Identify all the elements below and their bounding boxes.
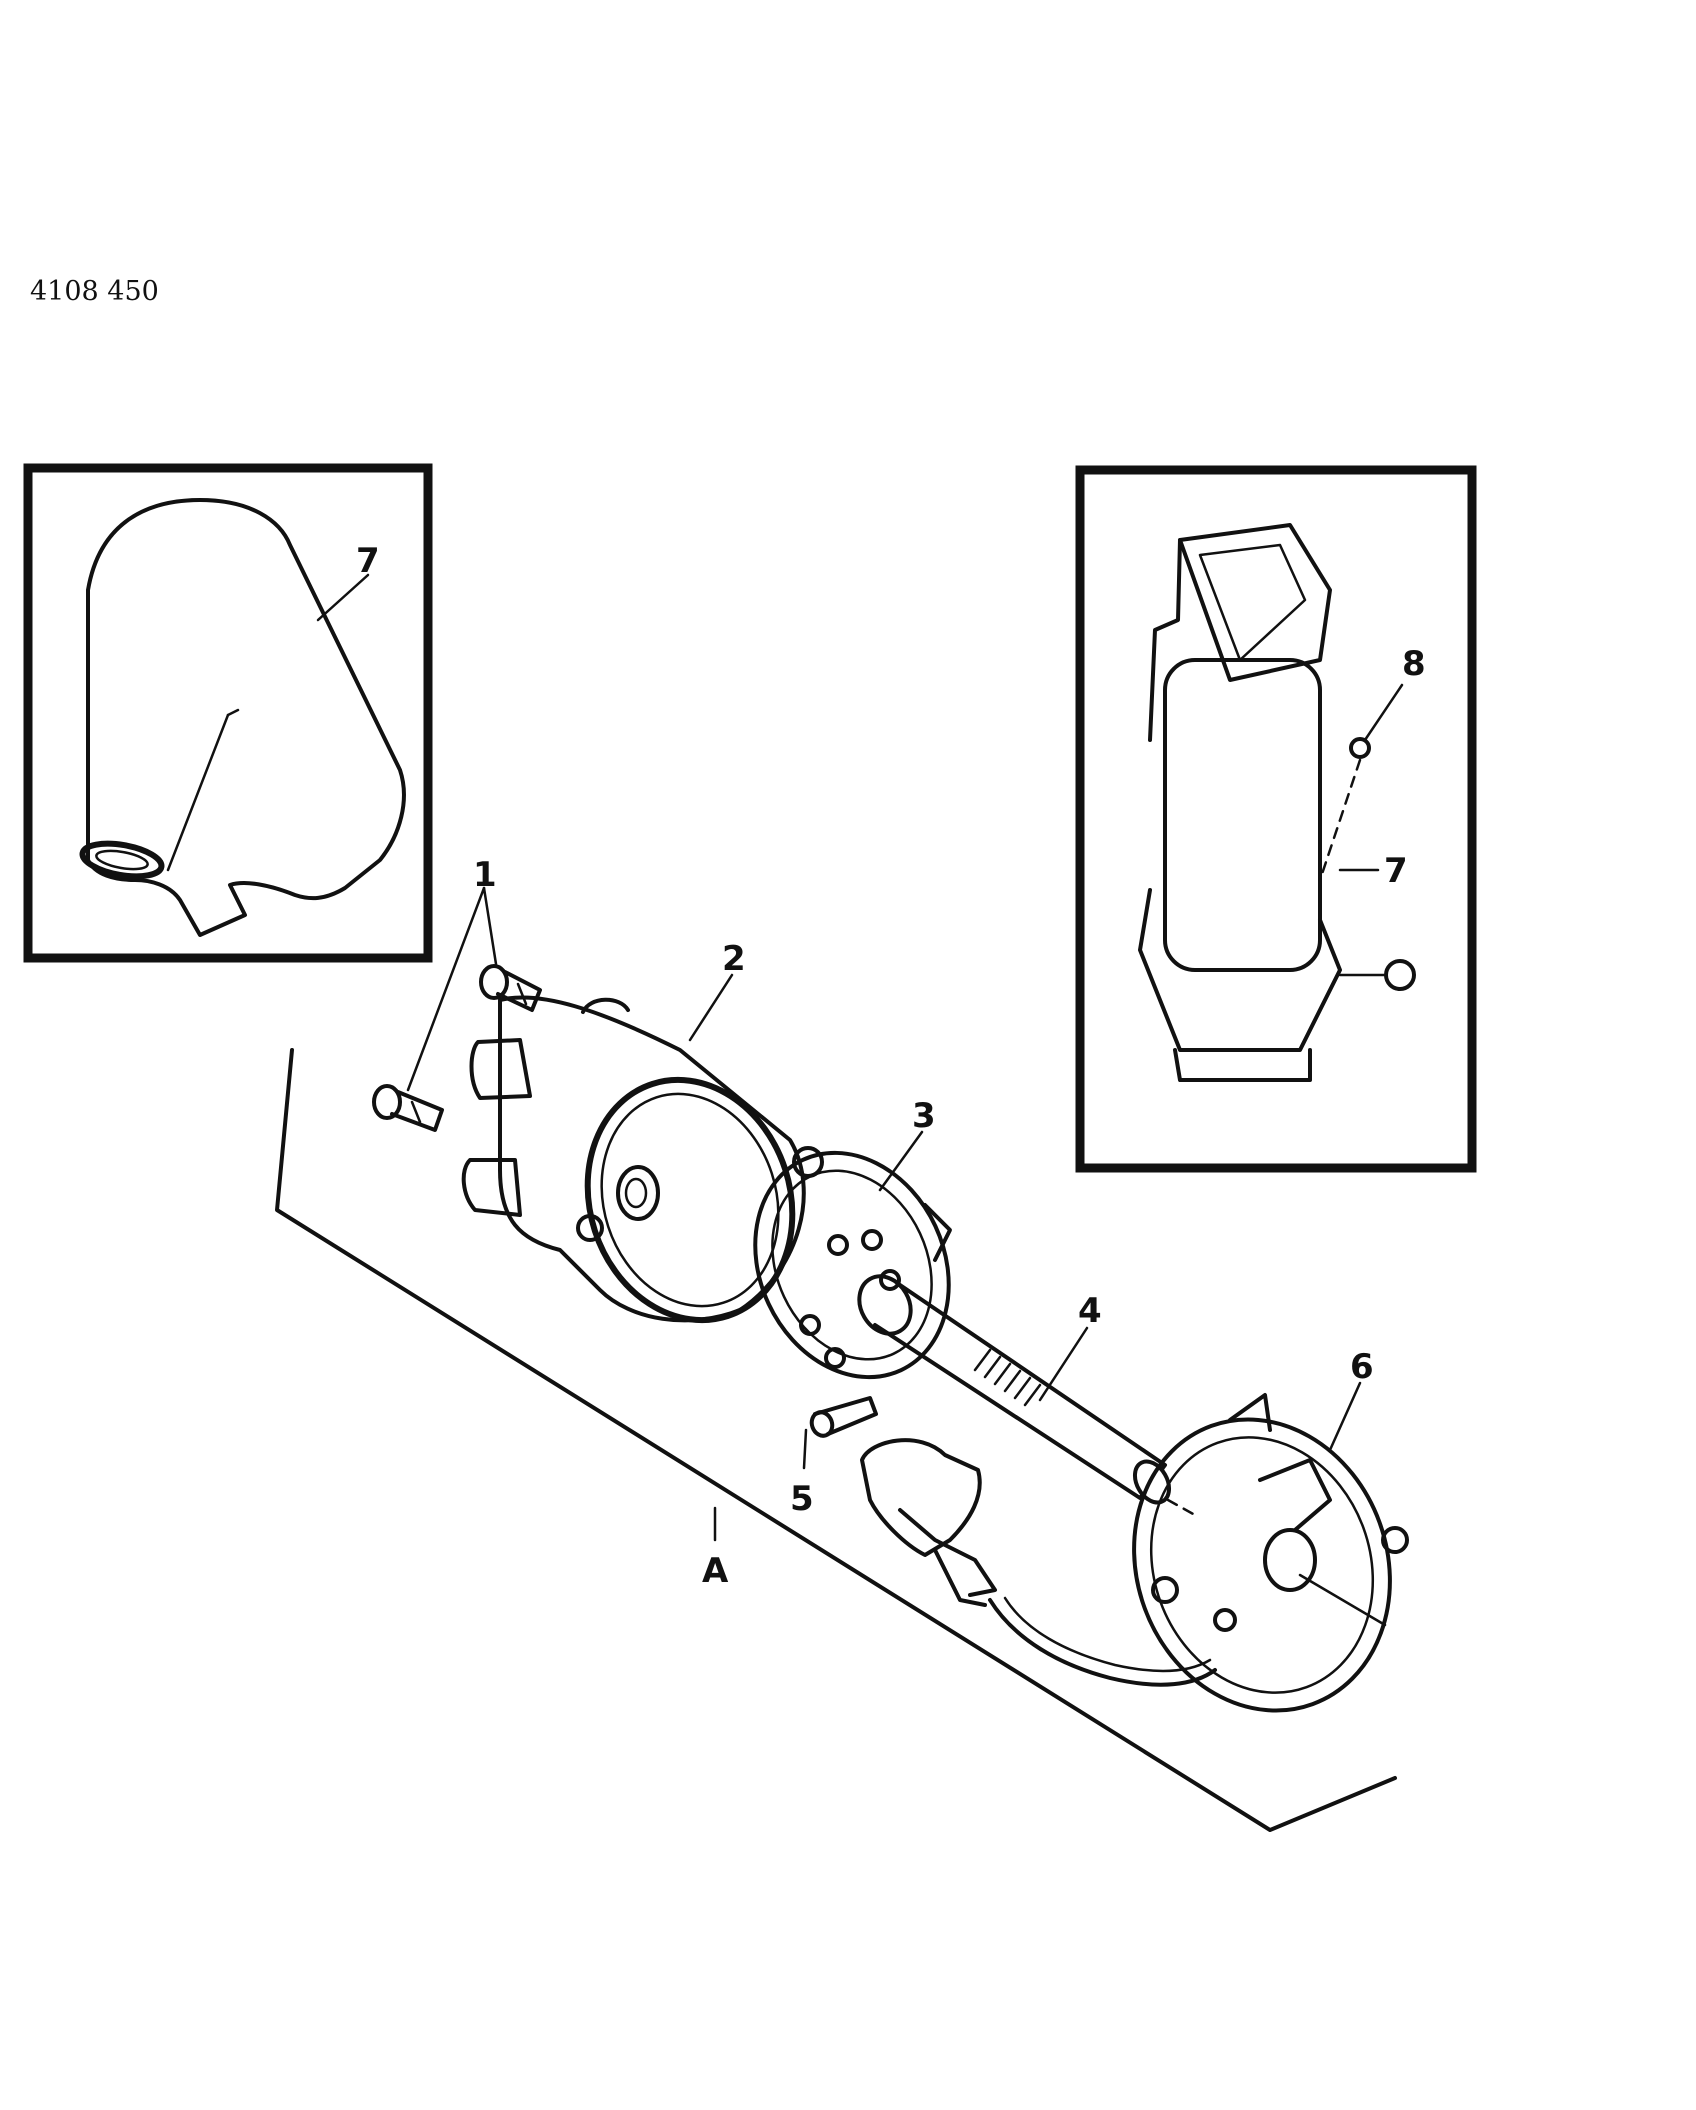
callout-8: 8	[1402, 644, 1426, 684]
callout-3-leader	[878, 1130, 924, 1192]
callout-1-leader-upper	[482, 886, 498, 966]
callout-8-leader	[1363, 683, 1404, 742]
callout-1: 1	[473, 855, 497, 895]
callout-5: 5	[790, 1479, 814, 1519]
assembly-bracket-a	[275, 1048, 1397, 1832]
callout-2: 2	[722, 939, 746, 979]
callout-3: 3	[912, 1096, 936, 1136]
installed-shield-illustration	[1138, 523, 1416, 1082]
shaft	[857, 1274, 1197, 1517]
callout-4-leader	[1038, 1326, 1089, 1402]
left-inset-frame	[23, 463, 433, 963]
callout-4: 4	[1078, 1291, 1102, 1331]
callout-5-leader	[802, 1428, 808, 1470]
dust-shield-illustration	[79, 498, 406, 937]
reference-code: 4108 450	[30, 276, 159, 307]
callout-1-leader-lower	[406, 886, 486, 1092]
callout-a: A	[702, 1551, 729, 1591]
callout-7-left-leader	[316, 573, 370, 622]
main-exploded-view: A 1 2	[275, 855, 1409, 1832]
callout-2-leader	[688, 973, 734, 1042]
pin	[809, 1396, 878, 1438]
callout-7-left: 7	[356, 541, 380, 581]
callout-7-right: 7	[1384, 851, 1408, 891]
screws	[372, 964, 542, 1132]
right-inset: 7 8	[1075, 465, 1477, 1173]
rotor-plate	[753, 1150, 952, 1380]
right-inset-frame	[1075, 465, 1477, 1173]
pickup-sensor	[860, 1438, 1217, 1687]
pickup-plate	[1132, 1393, 1409, 1713]
left-inset: 7	[23, 463, 433, 963]
callout-6-leader	[1328, 1381, 1362, 1452]
distributor-cap	[461, 995, 824, 1324]
callout-6: 6	[1350, 1347, 1374, 1387]
